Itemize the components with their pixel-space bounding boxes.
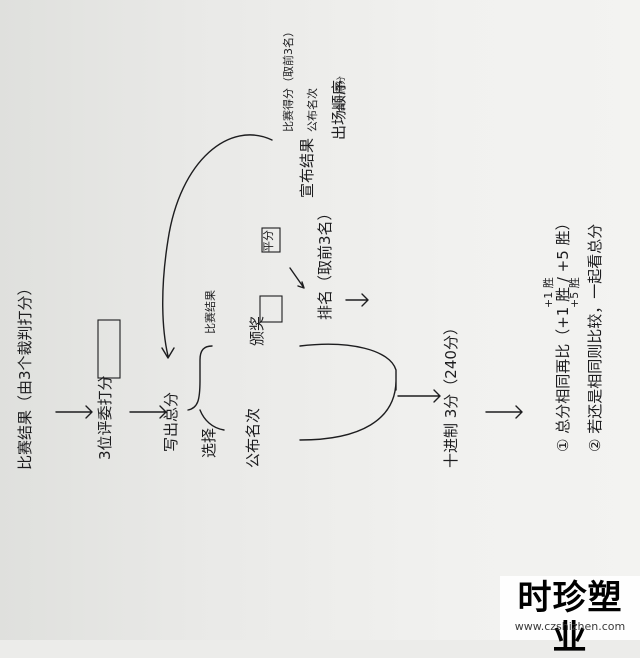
arrow-3 (485, 405, 523, 419)
step-i: 出场顺序 (330, 80, 348, 140)
step-b: 选择 (200, 428, 218, 458)
step-c: 比赛结果 (203, 290, 217, 334)
bottom-label: 十进制 3分（240分） (442, 320, 460, 468)
note-1a: +1 胜 (541, 277, 555, 308)
step-k: 公布名次 (305, 88, 319, 132)
arrow-2 (129, 405, 167, 419)
watermark-url: www.czshizhen.com (514, 620, 626, 633)
step-a: 写出总分 (162, 392, 180, 452)
step-d: 公布名次 (244, 408, 262, 468)
arrow-down-2 (345, 293, 369, 307)
step-e: 颁奖 (248, 316, 266, 346)
note-2: ② 若还是相同则比较，一起看总分 (586, 224, 604, 452)
note-1: ① 总分相同再比（+1 胜 / +5 胜） (554, 215, 572, 452)
split-line (187, 345, 225, 431)
arrow-down-1 (289, 267, 305, 289)
return-curve (161, 134, 273, 359)
note-1b: +5 胜 (567, 277, 581, 308)
watermark-name: 时珍塑业 (517, 578, 623, 658)
judges-label: 3位评委打分 (96, 375, 114, 460)
handwritten-flowchart: 比赛结果（由3个裁判打分） 3位评委打分 写出总分 选择 比赛结果 公布名次 颁… (16, 26, 604, 470)
flow-title: 比赛结果（由3个裁判打分） (16, 280, 34, 470)
step-f-box (261, 227, 281, 253)
step-g: 宣布结果 (298, 138, 316, 198)
judges-box (97, 319, 121, 379)
merge-bracket (299, 343, 397, 441)
step-e-box (259, 295, 283, 323)
step-l: 合计得分 (335, 76, 347, 112)
arrow-right (397, 389, 441, 403)
arrow-1 (55, 405, 93, 419)
watermark: 时珍塑业 www.czshizhen.com (500, 576, 640, 658)
step-j: 比赛得分（取前3名） (281, 26, 295, 132)
step-h: 排名（取前3名） (316, 205, 334, 320)
step-f: 平分 (262, 230, 275, 252)
